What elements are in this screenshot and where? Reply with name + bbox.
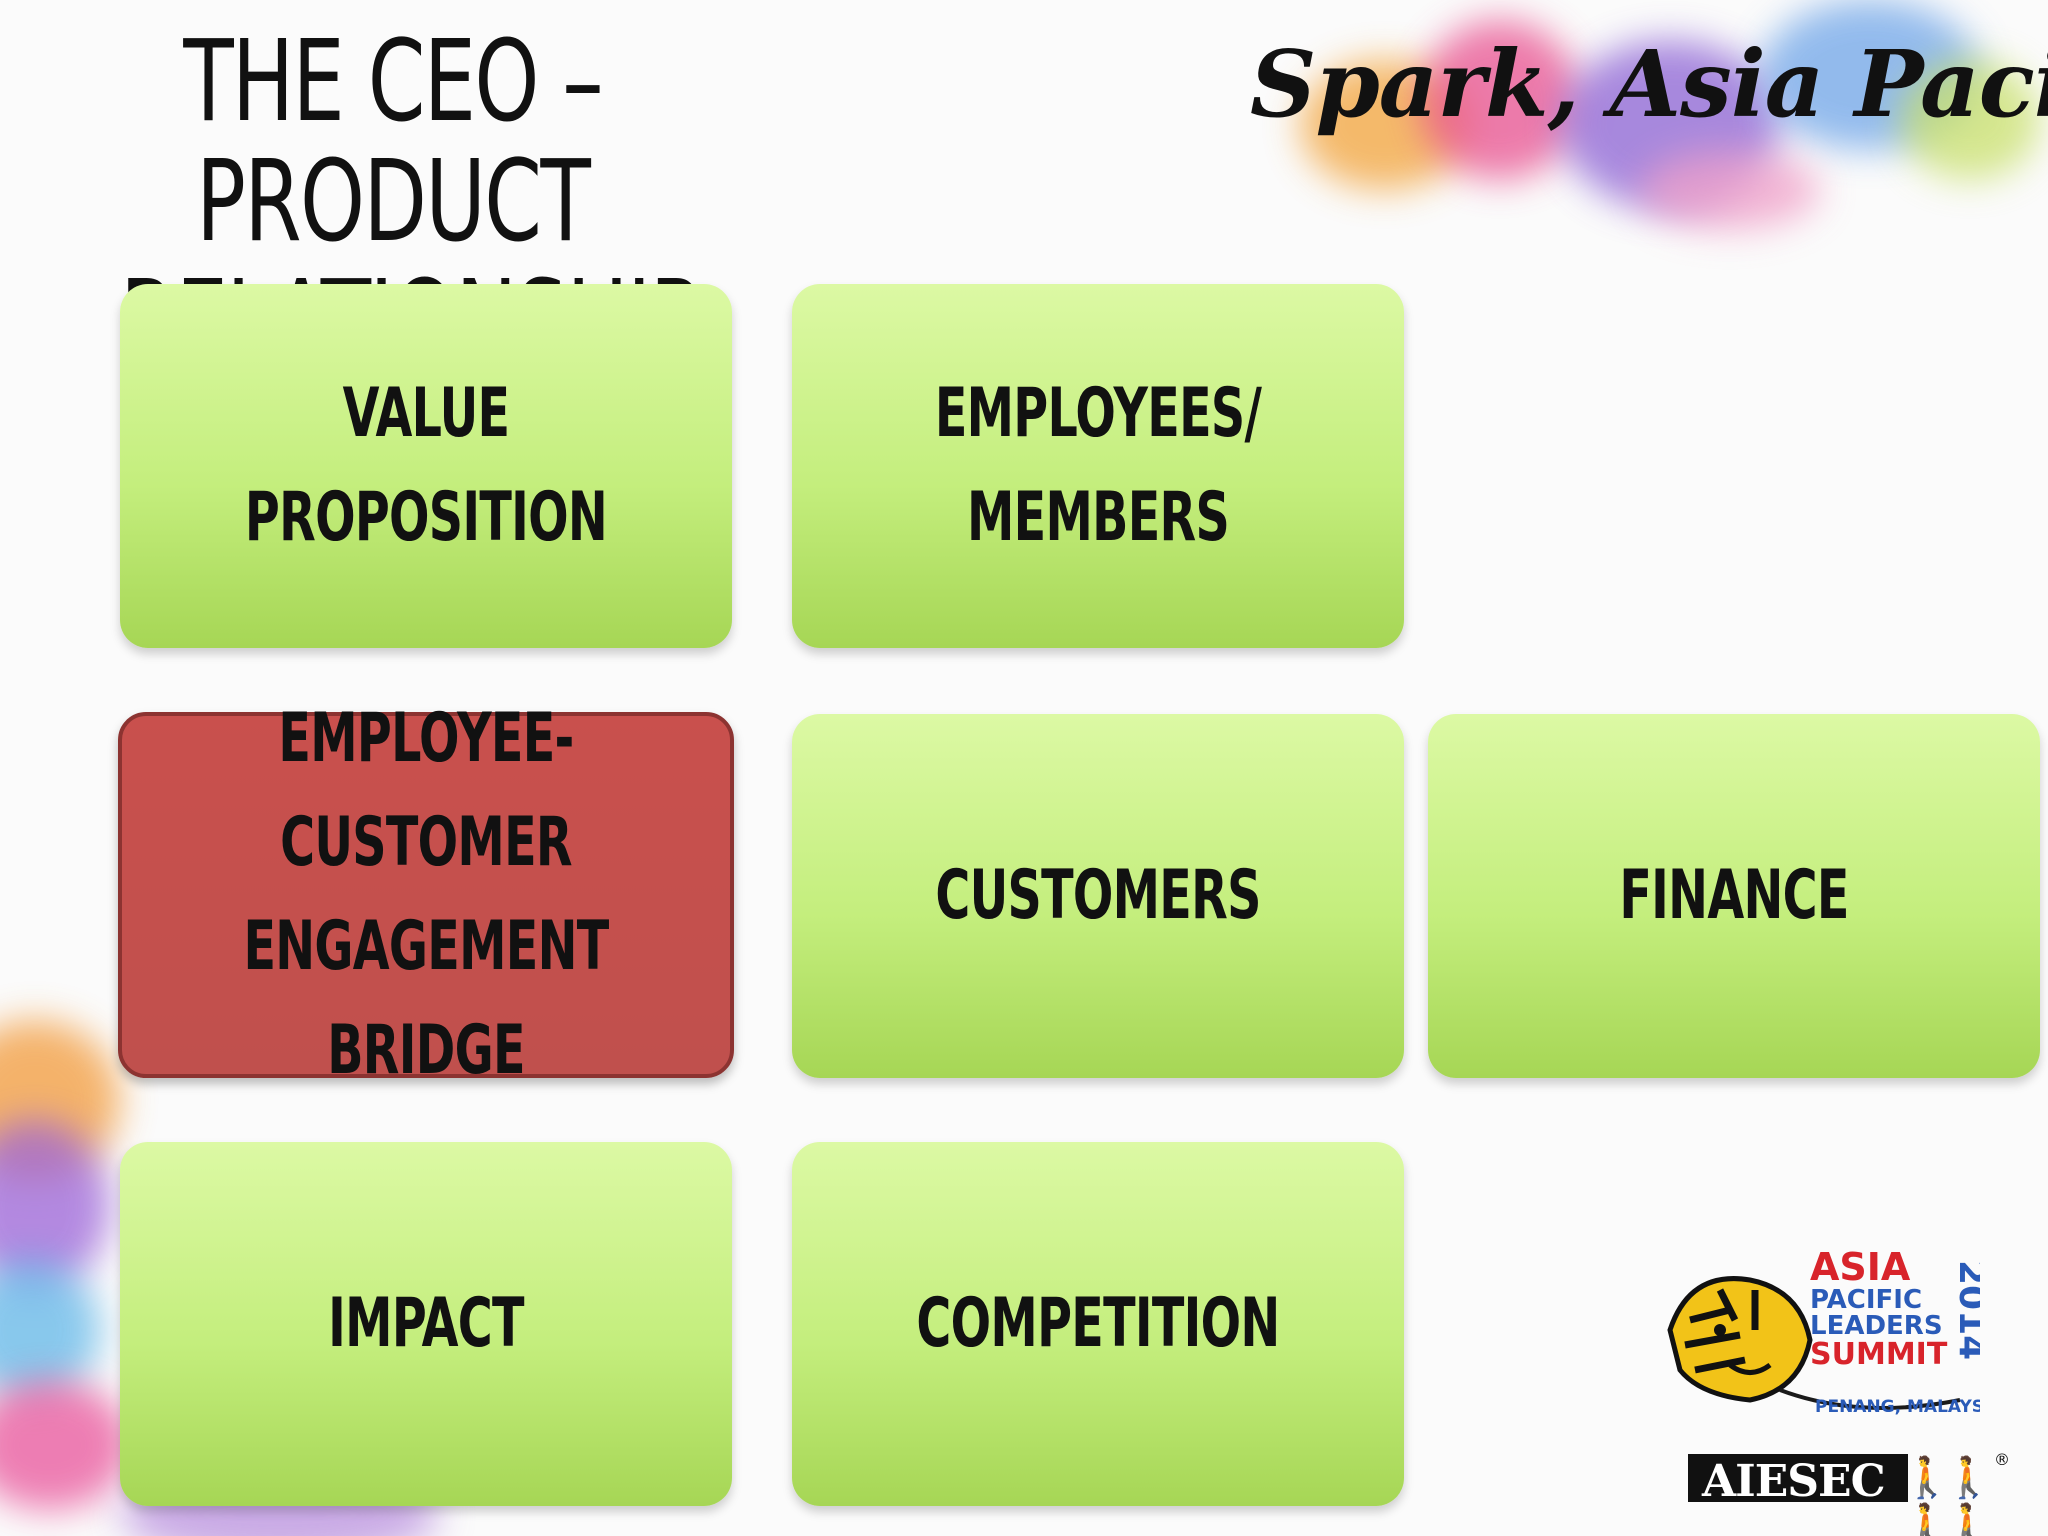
tile-competition[interactable]: COMPETITION: [792, 1142, 1404, 1506]
summit-year: 2014: [1951, 1260, 1980, 1360]
aiesec-logo-box: [1688, 1454, 1908, 1502]
tiger-emblem-icon: ASIA PACIFIC LEADERS SUMMIT 2014 PENANG,…: [1667, 1245, 2004, 1417]
tile-impact[interactable]: IMPACT: [120, 1142, 732, 1506]
summit-logo: ASIA PACIFIC LEADERS SUMMIT 2014 PENANG,…: [1660, 1240, 2004, 1430]
summit-word: SUMMIT: [1810, 1337, 1948, 1372]
tile-employee-customer-engagement-bridge[interactable]: EMPLOYEE- CUSTOMER ENGAGEMENT BRIDGE: [118, 699, 734, 1090]
summit-location: PENANG, MALAYSIA: [1815, 1397, 1980, 1417]
summit-word: LEADERS: [1810, 1311, 1943, 1341]
tile-label: VALUE PROPOSITION: [244, 374, 608, 557]
tile-customers[interactable]: CUSTOMERS: [792, 714, 1404, 1078]
tile-label: EMPLOYEE- CUSTOMER ENGAGEMENT BRIDGE: [243, 699, 609, 1090]
tile-label: EMPLOYEES/ MEMBERS: [934, 374, 1262, 557]
tile-label: CUSTOMERS: [935, 856, 1261, 935]
watercolor-splash: [1640, 150, 1820, 230]
people-icon: 🚶🚶🚶🚶: [1902, 1455, 1994, 1536]
watercolor-splash: [0, 1260, 100, 1400]
tile-label: FINANCE: [1619, 856, 1849, 935]
watercolor-splash: [1900, 60, 2040, 180]
watercolor-splash: [0, 1380, 130, 1510]
summit-word: ASIA: [1810, 1245, 1911, 1289]
summit-word: PACIFIC: [1810, 1285, 1922, 1315]
tile-value-proposition[interactable]: VALUE PROPOSITION: [120, 284, 732, 648]
tile-label: IMPACT: [328, 1284, 524, 1363]
tile-employees-members[interactable]: EMPLOYEES/ MEMBERS: [792, 284, 1404, 648]
title-line: THE CEO – PRODUCT: [183, 17, 603, 267]
aiesec-logo-text: AIESEC: [1702, 1456, 1886, 1507]
brand-tagline: Spark, Asia Pacific!: [1250, 30, 2048, 138]
registered-mark: ®: [1994, 1450, 2010, 1469]
tile-finance[interactable]: FINANCE: [1428, 714, 2040, 1078]
aiesec-logo: AIESEC 🚶🚶🚶🚶 ®: [1688, 1450, 2010, 1536]
tile-label: COMPETITION: [916, 1284, 1280, 1363]
watercolor-splash: [1420, 20, 1580, 180]
